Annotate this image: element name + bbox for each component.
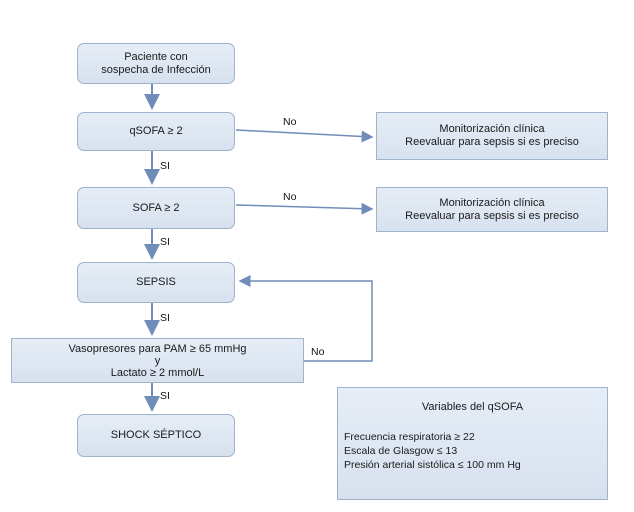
edge-label-vaso-si: SI bbox=[160, 390, 170, 402]
node-shock: SHOCK SÉPTICO bbox=[77, 414, 235, 457]
node-monitor-2-line2: Reevaluar para sepsis si es preciso bbox=[405, 209, 579, 222]
node-monitor-1: Monitorización clínica Reevaluar para se… bbox=[376, 112, 608, 160]
node-monitor-2-line1: Monitorización clínica bbox=[439, 196, 545, 209]
node-start-line1: Paciente con bbox=[124, 50, 188, 63]
arrow-vaso-no-loop bbox=[238, 275, 373, 362]
node-monitor-1-line1: Monitorización clínica bbox=[439, 123, 545, 135]
qsofa-variable-item: Frecuencia respiratoria ≥ 22 bbox=[344, 431, 475, 443]
edge-label-sofa-no: No bbox=[283, 191, 297, 203]
node-start: Paciente con sospecha de Infección bbox=[77, 43, 235, 84]
node-sepsis: SEPSIS bbox=[77, 262, 235, 303]
node-vaso-line1: Vasopresores para PAM ≥ 65 mmHg bbox=[68, 342, 247, 355]
edge-label-vaso-no: No bbox=[311, 346, 325, 358]
edge-label-sepsis-si: SI bbox=[160, 312, 170, 324]
node-vasopresores: Vasopresores para PAM ≥ 65 mmHg y Lactat… bbox=[11, 338, 304, 383]
qsofa-variables-title: Variables del qSOFA bbox=[421, 401, 524, 413]
node-sofa-label: SOFA ≥ 2 bbox=[132, 201, 180, 214]
qsofa-variable-item: Escala de Glasgow ≤ 13 bbox=[344, 445, 458, 457]
edge-label-qsofa-si: SI bbox=[160, 160, 170, 172]
node-vaso-line3: Lactato ≥ 2 mmol/L bbox=[110, 366, 205, 379]
arrow-qsofa-no bbox=[235, 129, 374, 143]
node-shock-label: SHOCK SÉPTICO bbox=[110, 429, 202, 441]
node-vaso-line2: y bbox=[154, 354, 161, 367]
node-qsofa-label: qSOFA ≥ 2 bbox=[129, 125, 183, 137]
node-start-line2: sospecha de Infección bbox=[101, 63, 211, 76]
edge-label-qsofa-no: No bbox=[283, 116, 297, 128]
arrow-sofa-no bbox=[235, 202, 374, 215]
node-sofa: SOFA ≥ 2 bbox=[77, 187, 235, 229]
node-monitor-1-line2: Reevaluar para sepsis si es preciso bbox=[405, 136, 579, 148]
qsofa-variables-panel: Variables del qSOFA Frecuencia respirato… bbox=[337, 387, 608, 500]
edge-label-sofa-si: SI bbox=[160, 236, 170, 248]
node-monitor-2: Monitorización clínica Reevaluar para se… bbox=[376, 187, 608, 232]
node-sepsis-label: SEPSIS bbox=[136, 276, 176, 288]
node-qsofa: qSOFA ≥ 2 bbox=[77, 112, 235, 151]
qsofa-variable-item: Presión arterial sistólica ≤ 100 mm Hg bbox=[344, 459, 521, 471]
